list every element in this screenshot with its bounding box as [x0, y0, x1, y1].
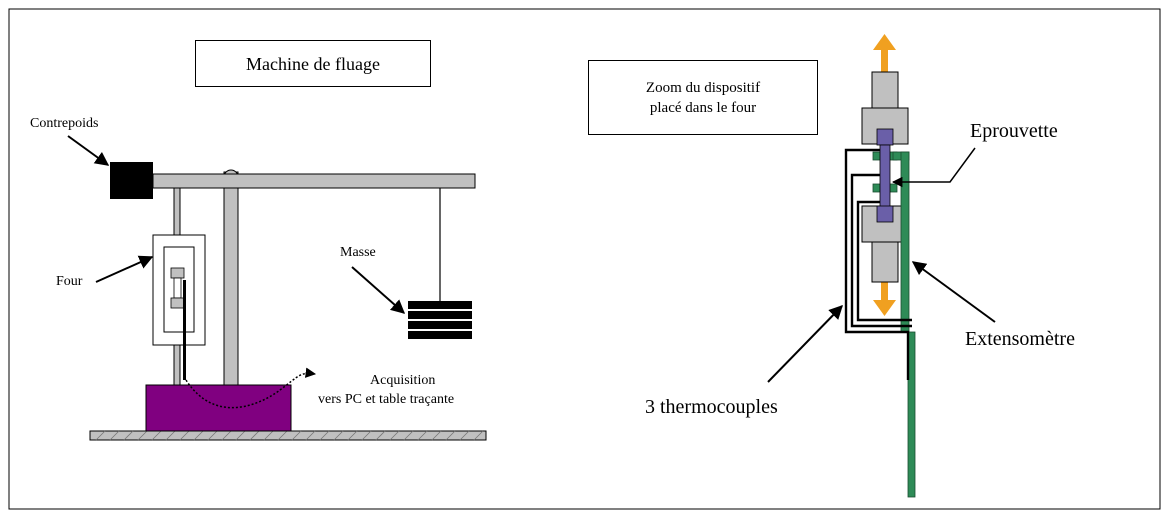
zoom-title-box: Zoom du dispositif placé dans le four	[588, 60, 818, 135]
thermocouples-label: 3 thermocouples	[645, 396, 778, 418]
load-arrow-top	[873, 34, 896, 72]
acquisition-label-line1: Acquisition	[370, 373, 436, 388]
counterweight-arrow	[67, 135, 110, 166]
specimen	[876, 128, 894, 223]
thermocouples	[844, 148, 912, 380]
acquisition-cable	[185, 367, 317, 409]
lower-rod	[871, 241, 899, 283]
load-arrow-bottom	[873, 282, 896, 316]
machine-title-box: Machine de fluage	[195, 40, 431, 87]
specimen-pointer	[891, 147, 976, 188]
extensometer	[872, 151, 916, 498]
extensometer-arrow	[911, 261, 996, 323]
furnace-label: Four	[56, 274, 83, 289]
mini-extensometer	[183, 280, 186, 380]
lever-beam	[152, 173, 476, 189]
mini-grip-top	[170, 267, 185, 279]
figure-border	[8, 8, 1161, 510]
mini-specimen	[173, 277, 182, 299]
furnace-arrow	[95, 255, 154, 283]
base-block	[145, 384, 292, 432]
acquisition-label-line2: vers PC et table traçante	[318, 392, 455, 407]
base-plate	[89, 430, 487, 441]
zoom-title-line2: placé dans le four	[649, 99, 757, 116]
upper-rod	[871, 71, 899, 109]
extensometer-label: Extensomètre	[965, 328, 1075, 350]
machine-title: Machine de fluage	[246, 53, 380, 74]
counterweight	[110, 162, 153, 199]
mass-label: Masse	[340, 245, 376, 260]
pillar	[223, 171, 239, 386]
mini-grip-bottom	[170, 297, 185, 309]
thermocouples-arrow	[767, 304, 843, 383]
zoom-title-line1: Zoom du dispositif	[645, 79, 761, 96]
mass-arrow	[351, 266, 406, 314]
mass-stack	[408, 301, 472, 339]
specimen-label: Eprouvette	[970, 120, 1058, 142]
base-plate-hatching	[95, 430, 484, 441]
counterweight-label: Contrepoids	[30, 116, 99, 131]
